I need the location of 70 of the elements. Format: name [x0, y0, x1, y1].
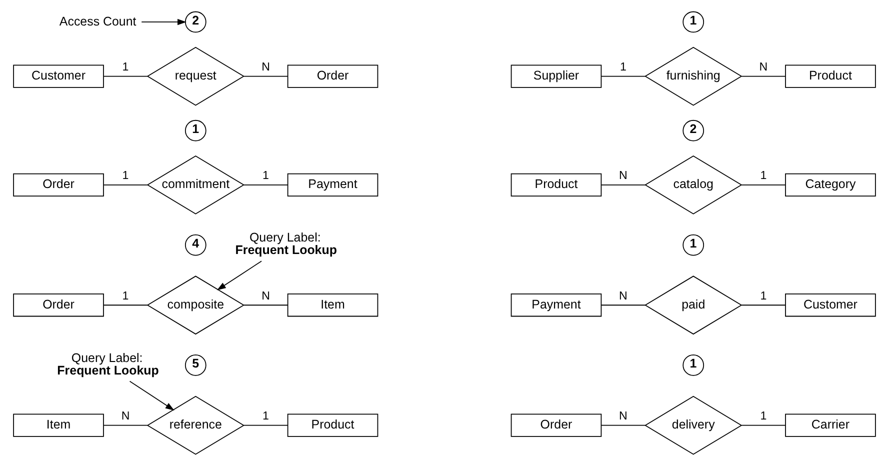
node-box: Category	[784, 173, 876, 196]
connector	[243, 424, 288, 426]
node-circle: 1	[682, 11, 704, 33]
edge-label: 1	[122, 290, 128, 302]
connector	[243, 304, 288, 306]
connector	[102, 184, 148, 186]
connector	[600, 304, 646, 306]
edge-label: N	[758, 61, 768, 74]
node-diamond: request	[146, 46, 244, 106]
edge-label: 1	[760, 290, 766, 302]
connector	[243, 184, 288, 186]
node-box: Item	[286, 294, 378, 317]
connector	[243, 76, 288, 77]
node-diamond: commitment	[146, 155, 244, 214]
edge-label: 1	[262, 410, 268, 422]
node-diamond: delivery	[644, 396, 742, 455]
node-circle: 5	[184, 354, 206, 376]
connector	[740, 424, 786, 426]
node-circle: 1	[682, 354, 704, 376]
edge-label: N	[618, 410, 627, 422]
arrow	[140, 18, 186, 26]
node-box: Order	[286, 64, 378, 88]
node-text: Query Label: Frequent Lookup	[234, 230, 336, 258]
edge-label: 1	[122, 61, 128, 74]
connector	[600, 184, 646, 186]
arrow	[128, 380, 174, 410]
edge-label: N	[261, 290, 270, 302]
node-box: Product	[286, 414, 378, 437]
edge-label: 1	[760, 410, 766, 422]
edge-label: 1	[122, 170, 128, 182]
connector	[740, 76, 786, 77]
node-circle: 1	[682, 234, 704, 256]
node-circle: 2	[682, 120, 704, 142]
node-circle: 1	[184, 120, 206, 142]
edge-label: 1	[262, 170, 268, 182]
node-box: Supplier	[510, 64, 602, 88]
node-circle: 4	[184, 234, 206, 256]
node-box: Order	[12, 173, 104, 196]
edge-label: 1	[760, 170, 766, 182]
edge-label: N	[618, 170, 627, 182]
edge-label: N	[261, 61, 270, 74]
node-box: Order	[12, 294, 104, 317]
node-text: Access Count	[58, 14, 136, 28]
node-box: Payment	[510, 294, 602, 317]
connector	[102, 304, 148, 306]
node-box: Item	[12, 414, 104, 437]
node-box: Payment	[286, 173, 378, 196]
node-diamond: reference	[146, 396, 244, 455]
node-diamond: composite	[146, 276, 244, 335]
node-box: Customer	[784, 294, 876, 317]
node-box: Customer	[12, 64, 104, 88]
node-box: Product	[784, 64, 876, 88]
edge-label: N	[120, 410, 130, 422]
arrow	[216, 260, 262, 290]
node-box: Order	[510, 414, 602, 437]
edge-label: N	[618, 290, 627, 302]
node-circle: 2	[184, 11, 206, 33]
node-box: Carrier	[784, 414, 876, 437]
node-diamond: furnishing	[644, 46, 742, 106]
connector	[102, 76, 148, 77]
connector	[740, 304, 786, 306]
node-diamond: paid	[644, 276, 742, 335]
node-diamond: catalog	[644, 155, 742, 214]
node-text: Query Label: Frequent Lookup	[56, 350, 158, 378]
connector	[600, 424, 646, 426]
connector	[600, 76, 646, 77]
connector	[102, 424, 148, 426]
node-box: Product	[510, 173, 602, 196]
edge-label: 1	[620, 61, 626, 74]
connector	[740, 184, 786, 186]
